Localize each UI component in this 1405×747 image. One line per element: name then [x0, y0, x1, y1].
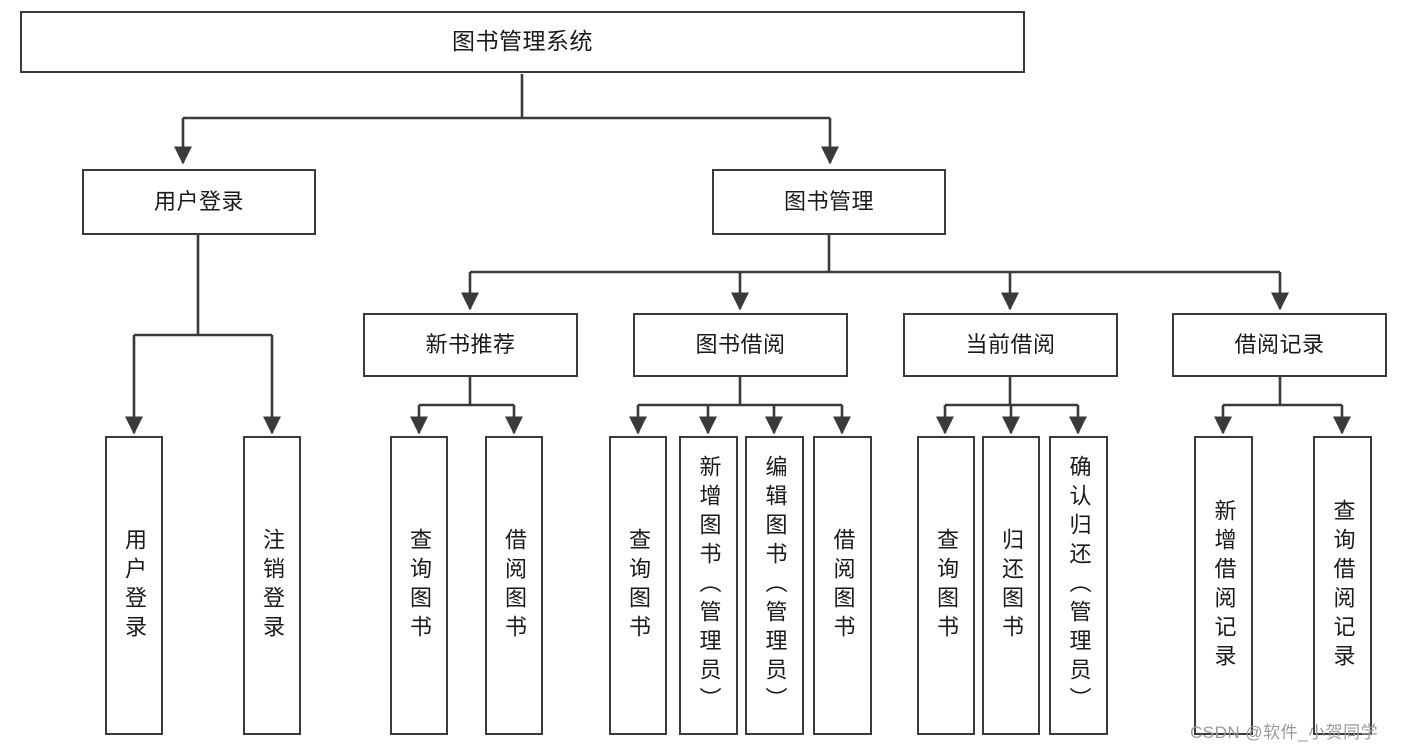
- node-leaf-query-book-recommend[interactable]: 查询图书: [390, 436, 448, 735]
- node-label: 借阅图书: [502, 527, 527, 644]
- node-label: 查询图书: [626, 527, 651, 644]
- node-leaf-query-book-current[interactable]: 查询图书: [917, 436, 975, 735]
- node-label: 图书借阅: [695, 331, 786, 357]
- node-label: 编辑图书（管理员）: [762, 455, 788, 716]
- node-leaf-query-borrow-record[interactable]: 查询借阅记录: [1313, 436, 1372, 735]
- node-label: 注销登录: [260, 527, 285, 644]
- node-label: 图书管理: [783, 188, 874, 214]
- node-root-book-management-system[interactable]: 图书管理系统: [20, 11, 1025, 73]
- node-label: 查询借阅记录: [1330, 498, 1356, 673]
- node-label: 用户登录: [122, 527, 147, 644]
- node-leaf-add-borrow-record[interactable]: 新增借阅记录: [1194, 436, 1253, 735]
- node-leaf-logout[interactable]: 注销登录: [243, 436, 301, 735]
- node-label: 新增图书（管理员）: [696, 455, 722, 716]
- node-label: 当前借阅: [965, 331, 1056, 357]
- watermark: CSDN @软件_小贺同学: [1190, 723, 1379, 742]
- node-book-management[interactable]: 图书管理: [712, 169, 946, 235]
- node-borrow-record[interactable]: 借阅记录: [1172, 313, 1387, 377]
- node-label: 确认归还（管理员）: [1066, 455, 1092, 716]
- node-label: 图书管理系统: [452, 28, 593, 55]
- node-leaf-borrow-book[interactable]: 借阅图书: [813, 436, 872, 735]
- node-label: 用户登录: [153, 188, 244, 214]
- node-current-borrow[interactable]: 当前借阅: [903, 313, 1118, 377]
- node-label: 借阅记录: [1234, 331, 1325, 357]
- node-leaf-query-book-borrow[interactable]: 查询图书: [609, 436, 667, 735]
- node-label: 查询图书: [934, 527, 959, 644]
- node-label: 新增借阅记录: [1211, 498, 1237, 673]
- node-book-borrow[interactable]: 图书借阅: [633, 313, 848, 377]
- node-leaf-return-book[interactable]: 归还图书: [982, 436, 1040, 735]
- node-leaf-borrow-book-recommend[interactable]: 借阅图书: [485, 436, 543, 735]
- node-label: 借阅图书: [830, 527, 856, 644]
- node-user-login[interactable]: 用户登录: [82, 169, 316, 235]
- node-new-book-recommend[interactable]: 新书推荐: [363, 313, 578, 377]
- node-label: 新书推荐: [425, 331, 516, 357]
- node-leaf-edit-book-admin[interactable]: 编辑图书（管理员）: [745, 436, 804, 735]
- node-leaf-confirm-return-admin[interactable]: 确认归还（管理员）: [1049, 436, 1108, 735]
- node-leaf-add-book-admin[interactable]: 新增图书（管理员）: [679, 436, 738, 735]
- node-leaf-user-login[interactable]: 用户登录: [105, 436, 163, 735]
- node-label: 归还图书: [999, 527, 1024, 644]
- node-label: 查询图书: [407, 527, 432, 644]
